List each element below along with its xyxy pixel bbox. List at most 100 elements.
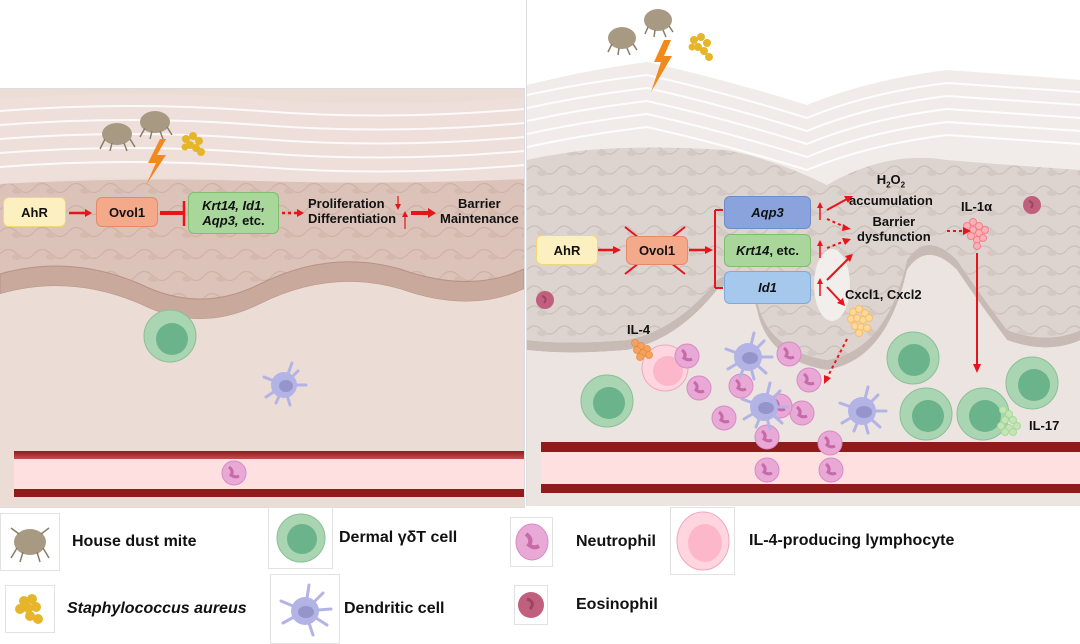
il1a-cytokine-cluster	[963, 218, 989, 250]
dendritic-cell	[740, 381, 790, 431]
legend-item-neutrophil: Neutrophil	[510, 517, 656, 567]
target-genes-box: Krt14, Id1, Aqp3, etc.	[188, 192, 279, 234]
neutrophil	[221, 460, 247, 486]
ahr-box: AhR	[536, 235, 598, 265]
neutrophil	[817, 430, 843, 456]
corneum-layers	[0, 105, 524, 173]
skin-illustration-left	[0, 89, 524, 507]
cytokine-particle	[1009, 428, 1017, 436]
legend-item-house-dust-mite: House dust mite	[0, 513, 196, 571]
dendritic-cell	[724, 331, 774, 381]
dendritic-cell	[262, 361, 308, 407]
neutrophil	[818, 457, 844, 483]
lightning-icon	[651, 40, 672, 92]
il4-producing-lymphocyte-icon	[670, 507, 735, 575]
barrier-dysfunction-label: Barrier dysfunction	[857, 214, 931, 244]
cytokine-particle	[999, 406, 1007, 414]
neutrophil-icon	[510, 517, 553, 567]
vessel-lumen	[541, 452, 1080, 484]
corneum-layers	[527, 73, 1080, 172]
aqp3-box: Aqp3	[724, 196, 811, 229]
legend-label: Staphylococcus aureus	[67, 600, 247, 617]
dendritic-cell-icon	[270, 574, 340, 644]
cytokine-particle	[855, 305, 863, 313]
eosinophil	[536, 291, 554, 309]
legend-label: Eosinophil	[576, 596, 658, 613]
staphylococcus-icon	[688, 33, 713, 61]
cytokine-particle	[969, 218, 977, 226]
house-dust-mite-icon	[99, 111, 173, 152]
cytokine-particle	[1013, 422, 1021, 430]
cytokine-particle	[981, 226, 989, 234]
legend-label: IL-4-producing lymphocyte	[749, 532, 955, 549]
house-dust-mite-icon	[0, 513, 60, 571]
cytokine-particle	[967, 232, 975, 240]
vessel-wall-bottom	[541, 484, 1080, 493]
cytokine-particle	[1009, 416, 1017, 424]
normal-skin-panel: AhR Ovol1 Krt14, Id1, Aqp3, etc. Prolife…	[0, 88, 525, 508]
legend-label: House dust mite	[72, 533, 197, 550]
ovol1-box: Ovol1	[96, 197, 158, 227]
il17-label: IL-17	[1029, 418, 1060, 433]
cytokine-particle	[1001, 416, 1009, 424]
h2o2-formula: H2O2	[876, 172, 906, 190]
legend-label: Neutrophil	[576, 533, 656, 550]
target-genes-line1: Krt14, Id1,	[202, 198, 265, 213]
neutrophil	[789, 400, 815, 426]
neutrophil	[674, 343, 700, 369]
cytokine-particle	[979, 234, 987, 242]
il4-cytokine-cluster	[631, 339, 653, 361]
vessel-lumen	[14, 459, 524, 489]
id1-box: Id1	[724, 271, 811, 304]
eosinophil-icon	[514, 585, 548, 625]
staphylococcus-icon	[5, 585, 55, 633]
ahr-box: AhR	[3, 197, 66, 227]
cytokine-particle	[997, 422, 1005, 430]
ovol1-box-deleted: Ovol1	[626, 236, 688, 265]
neutrophil	[754, 424, 780, 450]
dendritic-cell-group	[724, 331, 888, 435]
il4-producing-lymphocyte	[641, 344, 689, 392]
legend-item-dermal-gdt-cell: Dermal γδT cell	[268, 507, 457, 569]
dermal-gdt-cell	[143, 309, 197, 363]
cytokine-particle	[863, 324, 871, 332]
lightning-icon	[146, 139, 166, 185]
target-genes-line2: Aqp3, etc.	[202, 213, 265, 228]
il4-label: IL-4	[627, 322, 651, 337]
cytokine-particle	[1005, 410, 1013, 418]
eosinophil	[1023, 196, 1041, 214]
dermal-gdt-cell	[886, 331, 940, 385]
legend-item-il4-lymphocyte: IL-4-producing lymphocyte	[670, 507, 954, 575]
legend-label: Dendritic cell	[344, 600, 445, 617]
proliferation-differentiation-label: Proliferation Differentiation	[308, 196, 397, 226]
legend-item-eosinophil: Eosinophil	[514, 585, 658, 625]
pathway-arrows-right	[595, 196, 981, 384]
pathway-arrows-left	[69, 196, 436, 229]
dermal-gdt-cell	[1005, 356, 1059, 410]
cytokine-particle	[1001, 428, 1009, 436]
cytokine-particle	[865, 314, 873, 322]
staphylococcus-icon	[181, 132, 205, 156]
il17-cytokine-cluster	[997, 406, 1021, 436]
h2o2-accumulation-label: H2O2 accumulation	[849, 172, 933, 208]
neutrophil	[776, 341, 802, 367]
dendritic-cell	[838, 385, 888, 435]
cxcl-cytokine-cluster	[847, 305, 873, 337]
barrier-maintenance-label: Barrier Maintenance	[440, 196, 519, 226]
house-dust-mite-icon	[607, 9, 674, 56]
dermal-gdt-cell-icon	[268, 507, 333, 569]
neutrophil	[686, 375, 712, 401]
neutrophil-group	[674, 341, 844, 483]
il1a-label: IL-1α	[961, 199, 993, 214]
cytokine-particle	[855, 329, 863, 337]
neutrophil	[711, 405, 737, 431]
cxcl-label: Cxcl1, Cxcl2	[845, 287, 922, 302]
dermal-gdt-cell	[899, 387, 953, 441]
vessel-wall-top	[541, 442, 1080, 452]
dermal-gdt-cell	[580, 374, 634, 428]
neutrophil	[796, 367, 822, 393]
ovol1-deficient-skin-panel: AhR Ovol1 Aqp3 Krt14, etc. Id1 H2O2 accu…	[526, 0, 1080, 506]
krt14-box: Krt14, etc.	[724, 234, 811, 267]
neutrophil	[754, 457, 780, 483]
legend-item-staphylococcus: Staphylococcus aureus	[5, 585, 247, 633]
